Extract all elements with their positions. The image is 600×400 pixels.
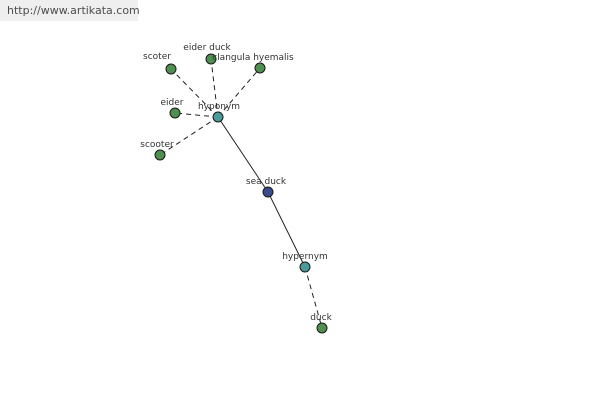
node-eider[interactable] bbox=[169, 107, 181, 119]
edge-sea-duck-to-hyponym bbox=[217, 116, 269, 193]
node-hypernym[interactable] bbox=[299, 261, 311, 273]
nodes-layer bbox=[154, 53, 328, 334]
edge-hyponym-to-clangula-hyemalis bbox=[217, 67, 261, 118]
node-label-clangula-hyemalis[interactable]: clangula hyemalis bbox=[212, 53, 294, 63]
node-sea-duck[interactable] bbox=[262, 186, 274, 198]
node-scooter[interactable] bbox=[154, 149, 166, 161]
node-label-duck[interactable]: duck bbox=[310, 313, 332, 323]
edge-hyponym-to-eider-duck bbox=[210, 58, 219, 118]
node-duck[interactable] bbox=[316, 322, 328, 334]
edge-hyponym-to-scooter bbox=[159, 116, 219, 156]
node-eider-duck[interactable] bbox=[205, 53, 217, 65]
node-label-hypernym[interactable]: hypernym bbox=[282, 252, 328, 262]
node-label-eider-duck[interactable]: eider duck bbox=[183, 43, 231, 53]
edge-sea-duck-to-hypernym bbox=[267, 191, 306, 268]
source-url[interactable]: http://www.artikata.com bbox=[0, 0, 140, 21]
edge-hyponym-to-eider bbox=[174, 112, 219, 118]
edge-hypernym-to-duck bbox=[304, 266, 323, 329]
node-label-sea-duck[interactable]: sea duck bbox=[246, 177, 287, 187]
node-scoter[interactable] bbox=[165, 63, 177, 75]
node-hyponym[interactable] bbox=[212, 111, 224, 123]
edges-layer bbox=[159, 58, 323, 329]
edge-hyponym-to-scoter bbox=[170, 68, 219, 118]
node-clangula-hyemalis[interactable] bbox=[254, 62, 266, 74]
node-label-eider[interactable]: eider bbox=[161, 98, 184, 108]
node-label-scooter[interactable]: scooter bbox=[140, 140, 174, 150]
node-label-hyponym[interactable]: hyponym bbox=[198, 102, 240, 112]
node-label-scoter[interactable]: scoter bbox=[143, 52, 171, 62]
